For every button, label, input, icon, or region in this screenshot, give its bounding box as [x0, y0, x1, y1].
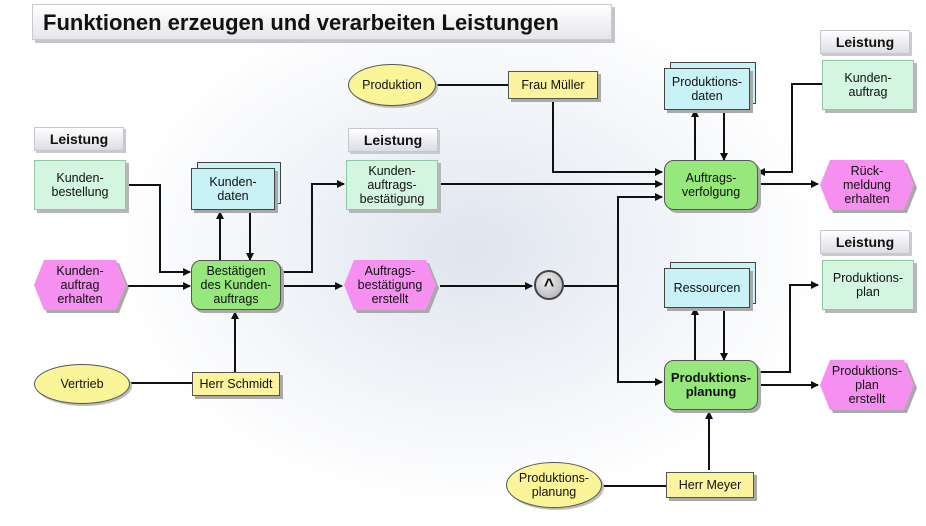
edge-frau-mueller-auftragsverfolgung — [552, 101, 663, 176]
produktionsplan-erstellt-event[interactable]: Produktions- plan erstellt — [820, 360, 914, 410]
edge-split-produktionsplanung — [617, 286, 663, 386]
vertrieb-org-unit[interactable]: Vertrieb — [34, 364, 130, 404]
leistung-label-kundenbestellung: Leistung — [34, 127, 124, 151]
kundenauftrag-leistung-node[interactable]: Kunden- auftrag — [822, 60, 914, 110]
produktionsplanung-function[interactable]: Produktions- planung — [664, 360, 758, 410]
and-connector[interactable]: ^ — [534, 270, 564, 300]
edge-kundenbestellung-bestaetigen — [128, 184, 191, 276]
page-title: Funktionen erzeugen und verarbeiten Leis… — [32, 4, 612, 40]
auftragsbestaetigung-erstellt-event[interactable]: Auftrags- bestätigung erstellt — [344, 260, 436, 310]
kundenauftragsbestaetigung-node[interactable]: Kunden- auftrags- bestätigung — [346, 160, 438, 210]
herr-meyer-position[interactable]: Herr Meyer — [666, 472, 754, 498]
frau-mueller-position[interactable]: Frau Müller — [508, 71, 598, 99]
auftragsverfolgung-function[interactable]: Auftrags- verfolgung — [664, 160, 758, 210]
herr-schmidt-position[interactable]: Herr Schmidt — [192, 372, 280, 396]
produktionsdaten-node[interactable]: Produktions- daten — [664, 68, 750, 110]
kundenauftrag-erhalten-event[interactable]: Kunden- auftrag erhalten — [34, 260, 126, 310]
rueckmeldung-erhalten-event[interactable]: Rück- meldung erhalten — [820, 160, 914, 210]
leistung-label-kundenauftrag: Leistung — [820, 30, 910, 54]
kundendaten-node[interactable]: Kunden- daten — [191, 168, 275, 210]
leistung-label-kundenauftragsbestaetigung: Leistung — [348, 128, 438, 152]
leistung-label-produktionsplan: Leistung — [820, 230, 910, 254]
edge-produktionsplanung-produktionsplan — [758, 281, 819, 373]
ressourcen-node[interactable]: Ressourcen — [664, 268, 750, 308]
kundenbestellung-node[interactable]: Kunden- bestellung — [34, 160, 126, 210]
edge-kundenauftrag-auftragsverfolgung — [757, 83, 822, 176]
edge-split-auftragsverfolgung — [617, 193, 663, 286]
produktionsplan-leistung-node[interactable]: Produktions- plan — [822, 260, 914, 310]
produktionsplanung-org-unit[interactable]: Produktions- planung — [506, 462, 602, 508]
bestaetigen-function[interactable]: Bestätigen des Kunden- auftrags — [191, 260, 281, 310]
edge-bestaetigen-kundenauftragsbestaetigung — [282, 180, 345, 273]
produktion-org-unit[interactable]: Produktion — [348, 64, 436, 106]
